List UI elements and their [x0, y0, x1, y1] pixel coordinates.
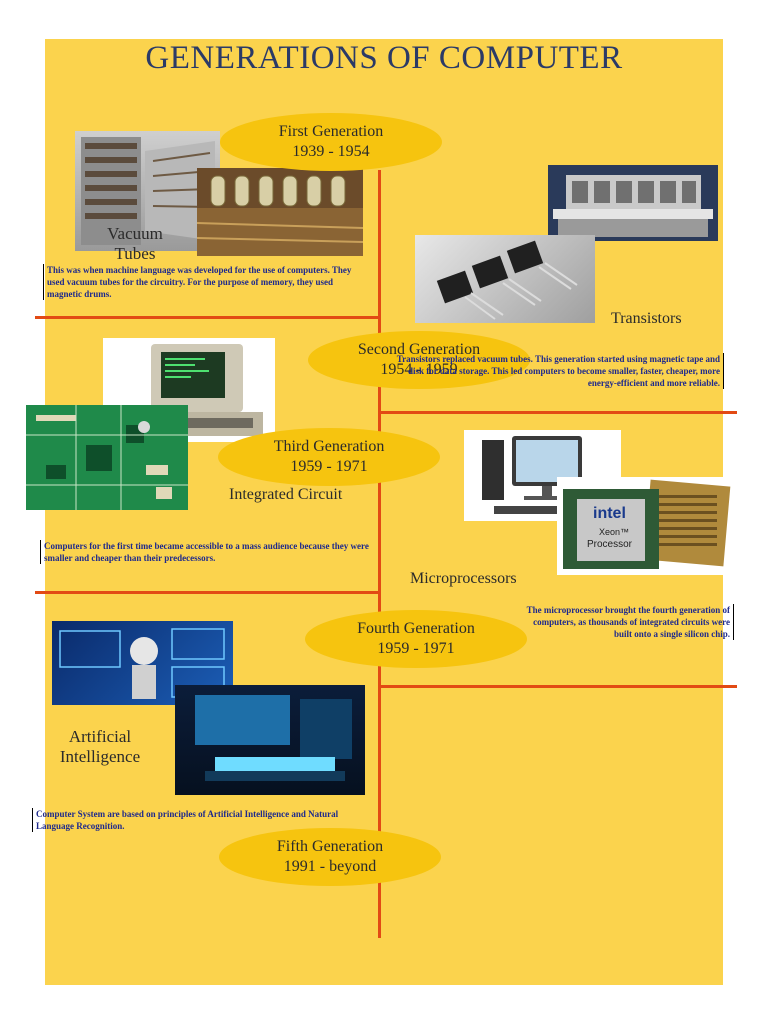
transistors-label: Transistors	[611, 310, 682, 327]
generation-oval-1: First Generation 1939 - 1954	[220, 113, 442, 171]
transistors-image	[415, 235, 595, 323]
timeline-branch-3	[35, 591, 380, 594]
generation-oval-5: Fifth Generation 1991 - beyond	[219, 828, 441, 886]
generation-years: 1959 - 1971	[377, 640, 455, 657]
fifth-generation-description: Computer System are based on principles …	[32, 808, 366, 832]
processor-text: Processor	[587, 539, 633, 550]
xeon-text: Xeon™	[599, 527, 630, 537]
integrated-circuit-label: Integrated Circuit	[229, 486, 343, 503]
intel-brand-text: intel	[593, 505, 626, 522]
generation-name: Fifth Generation	[276, 838, 384, 855]
generation-name: First Generation	[278, 123, 384, 140]
generation-oval-4: Fourth Generation 1959 - 1971	[305, 610, 527, 668]
generation-years: 1939 - 1954	[292, 143, 370, 160]
generation-oval-2: Second Generation 1954 - 1959	[308, 331, 530, 389]
generation-oval-3: Third Generation 1959 - 1971	[218, 428, 440, 486]
intel-xeon-processor-image: intel Xeon™ Processor	[557, 477, 735, 575]
circuit-board-image	[26, 405, 188, 510]
third-generation-description: Computers for the first time became acce…	[40, 540, 374, 564]
label-line: Artificial	[68, 727, 132, 746]
artificial-intelligence-label: Artificial Intelligence	[50, 727, 150, 767]
timeline-branch-1	[35, 316, 380, 319]
generation-years: 1959 - 1971	[290, 458, 368, 475]
vacuum-tubes-label: Vacuum Tubes	[95, 224, 175, 264]
timeline-branch-2	[379, 411, 737, 414]
generation-years: 1954 - 1959	[380, 361, 458, 378]
mainframe-computer-image	[548, 165, 718, 241]
generation-name: Fourth Generation	[357, 620, 475, 637]
label-line: Vacuum	[107, 224, 163, 243]
generation-name: Second Generation	[357, 341, 481, 358]
page-title: GENERATIONS OF COMPUTER	[145, 40, 623, 76]
timeline-branch-4	[379, 685, 737, 688]
generation-years: 1991 - beyond	[283, 858, 377, 875]
generation-name: Third Generation	[273, 438, 385, 455]
microprocessors-label: Microprocessors	[410, 570, 517, 587]
second-generation-description: Transistors replaced vacuum tubes. This …	[385, 353, 724, 389]
futuristic-workstation-image	[175, 685, 365, 795]
timeline-axis	[378, 170, 381, 938]
vacuum-tubes-board-image	[197, 168, 363, 256]
first-generation-description: This was when machine language was devel…	[43, 264, 357, 300]
fourth-generation-description: The microprocessor brought the fourth ge…	[520, 604, 734, 640]
label-line: Tubes	[114, 244, 156, 263]
label-line: Intelligence	[59, 747, 141, 766]
